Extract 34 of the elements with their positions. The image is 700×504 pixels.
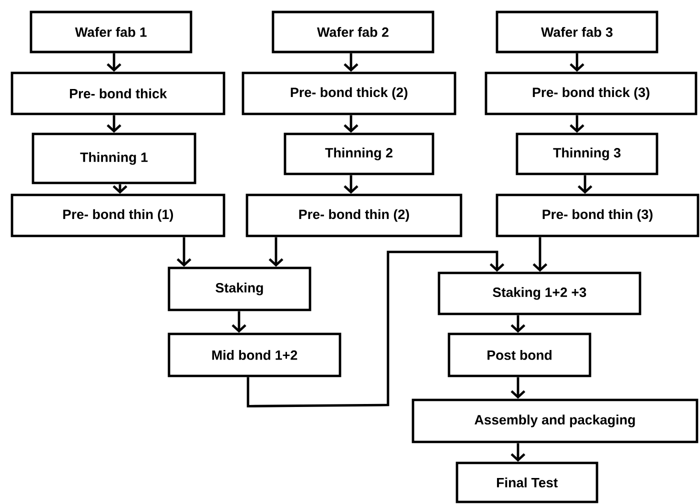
arrow <box>510 315 526 333</box>
process-box: Wafer fab 1 <box>30 10 192 54</box>
process-box: Pre- bond thin (1) <box>10 194 226 238</box>
arrow <box>232 311 246 333</box>
arrow <box>570 115 584 133</box>
arrow <box>246 250 504 408</box>
process-box: Staking <box>168 266 312 312</box>
arrow <box>344 175 358 194</box>
process-box: Post bond <box>448 332 592 378</box>
arrow <box>510 443 526 462</box>
process-box: Mid bond 1+2 <box>168 332 342 378</box>
process-box: Thinning 1 <box>32 132 196 184</box>
process-box: Final Test <box>456 462 598 504</box>
process-box: Assembly and packaging <box>412 398 698 444</box>
arrow <box>578 175 592 194</box>
process-box: Thinning 2 <box>284 132 434 176</box>
arrow <box>344 53 358 72</box>
arrow <box>106 53 122 72</box>
arrow <box>510 377 526 399</box>
process-box: Pre- bond thin (3) <box>496 194 700 238</box>
arrow <box>106 115 122 133</box>
process-box: Wafer fab 3 <box>496 10 658 54</box>
arrow <box>532 237 548 272</box>
process-box: Pre- bond thick (3) <box>484 72 698 116</box>
process-box: Pre- bond thick (2) <box>242 72 456 116</box>
process-box: Staking 1+2 +3 <box>438 272 642 316</box>
arrow <box>268 237 284 267</box>
process-box: Pre- bond thin (2) <box>246 194 462 238</box>
arrow <box>176 237 192 267</box>
process-box: Thinning 3 <box>516 132 658 176</box>
process-box: Wafer fab 2 <box>272 10 434 54</box>
process-box: Pre- bond thick <box>10 72 226 116</box>
arrow <box>570 53 584 72</box>
arrow <box>344 115 358 133</box>
